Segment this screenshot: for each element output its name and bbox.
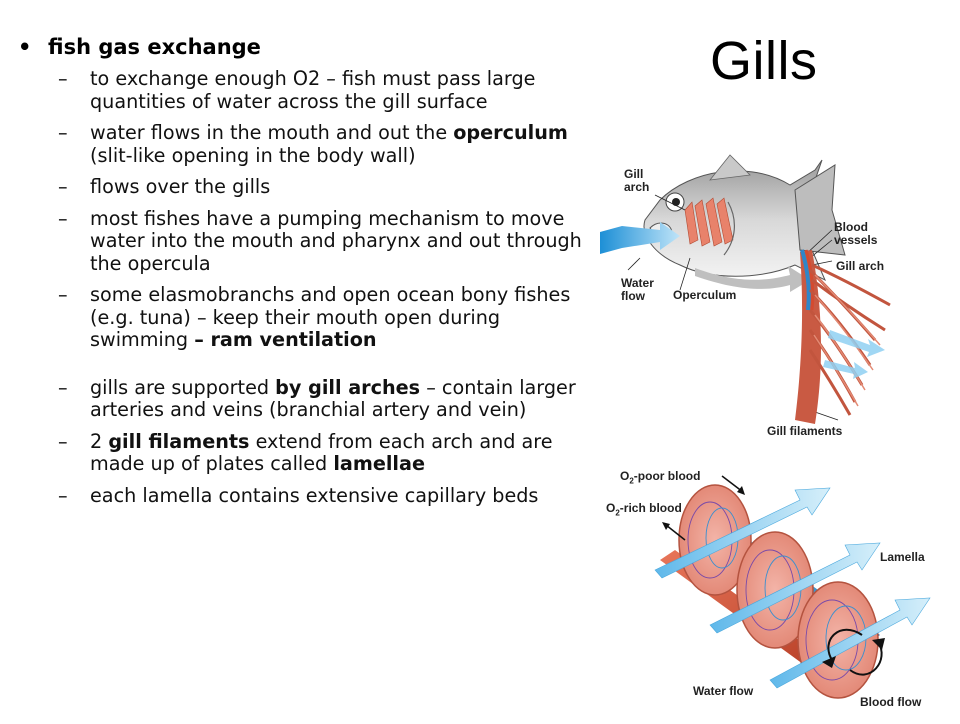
sub-bullet-item: –flows over the gills [18, 175, 598, 199]
emphasis-text: – ram ventilation [194, 328, 377, 351]
sub-bullet-item: –each lamella contains extensive capilla… [18, 483, 598, 508]
bullet-text: gills are supported [90, 375, 276, 399]
sub-bullet-item: –to exchange enough O2 – fish must pass … [18, 67, 598, 113]
slide-title: Gills [710, 31, 818, 91]
label-lamella: Lamella [880, 550, 925, 564]
dash-icon: – [58, 375, 68, 399]
label-gill-arch-text: Gill arch [624, 167, 650, 194]
label-gill-arch-2: Gill arch [836, 259, 885, 273]
sub-bullet-list: –to exchange enough O2 – fish must pass … [18, 67, 598, 508]
main-bullet: • fish gas exchange [18, 34, 598, 60]
sub-bullet-item: –some elasmobranchs and open ocean bony … [18, 283, 598, 352]
sub-bullet-item: –most fishes have a pumping mechanism to… [18, 206, 598, 276]
label-o2-poor-blood: O2-poor blood [620, 469, 701, 486]
zoom-arrow [695, 266, 810, 292]
dash-icon: – [58, 206, 68, 230]
o2-poor-subscript: 2 [629, 476, 634, 486]
emphasis-text: by gill arches [275, 375, 421, 399]
lamella-detail [654, 475, 931, 699]
fish-drawing [643, 154, 846, 282]
bullet-text: to exchange enough O2 – fish must pass l… [90, 67, 536, 113]
bullet-text: – contain larger arteries and veins (bra… [90, 375, 576, 421]
dash-icon: – [58, 483, 68, 507]
bullet-text: extend from each arch and are made up of… [90, 429, 553, 475]
dash-icon: – [58, 283, 68, 306]
o2-poor-o: O [620, 469, 630, 483]
dash-icon: – [58, 121, 68, 144]
label-water-flow-text: Water flow [621, 276, 654, 303]
dash-icon: – [58, 67, 68, 90]
dash-icon: – [58, 175, 68, 198]
label-operculum: Operculum [673, 288, 737, 302]
label-water-flow-2: Water flow [693, 684, 754, 698]
bullet-text: flows over the gills [90, 175, 271, 198]
sub-bullet-item: –2 gill filaments extend from each arch … [18, 429, 598, 476]
dash-icon: – [58, 429, 68, 453]
gill-figure: Gill arch Water flow Operculum Blood ves… [600, 140, 960, 720]
label-gill-filaments: Gill filaments [767, 424, 843, 438]
emphasis-text: operculum [453, 121, 568, 144]
bullet-dot-icon: • [18, 35, 32, 59]
bullet-text: some elasmobranchs and open ocean bony f… [90, 283, 571, 351]
label-gill-arch: Gill arch [624, 168, 658, 194]
bullet-text: (slit-like opening in the body wall) [90, 143, 416, 167]
gill-illustration [600, 154, 931, 699]
bullet-list: • fish gas exchange –to exchange enough … [18, 34, 598, 516]
o2-rich-o: O [606, 501, 616, 515]
o2-rich-subscript: 2 [615, 508, 620, 518]
sub-bullet-item: –gills are supported by gill arches – co… [18, 375, 598, 422]
label-blood-vessels: Blood vessels [834, 221, 884, 247]
water-flow-arrow [600, 222, 680, 254]
gill-arch-magnified [795, 249, 891, 424]
label-blood-flow: Blood flow [860, 695, 922, 709]
label-o2-rich-blood: O2-rich blood [606, 501, 682, 518]
bullet-text: water flows in the mouth and out the [90, 121, 454, 144]
emphasis-text: lamellae [333, 452, 425, 475]
label-blood-vessels-text: Blood vessels [834, 220, 878, 247]
o2-poor-rest: -poor blood [633, 469, 701, 483]
label-water-flow: Water flow [621, 277, 659, 303]
bullet-text: 2 [90, 429, 109, 453]
o2-rich-rest: -rich blood [619, 501, 682, 515]
main-bullet-text: fish gas exchange [48, 35, 261, 59]
emphasis-text: gill filaments [108, 429, 250, 453]
sub-bullet-item: –water flows in the mouth and out the op… [18, 121, 598, 167]
bullet-text: each lamella contains extensive capillar… [90, 483, 539, 507]
bullet-text: most fishes have a pumping mechanism to … [90, 206, 582, 275]
